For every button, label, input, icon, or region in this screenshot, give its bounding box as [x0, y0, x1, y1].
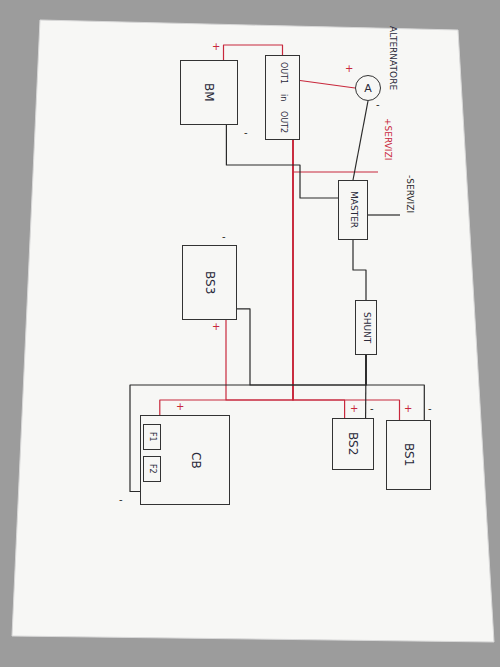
polarity-sign: -: [428, 404, 432, 414]
component-box: F2: [143, 456, 161, 482]
component-label: BM: [203, 83, 215, 102]
polarity-sign: +: [350, 404, 358, 414]
negative-wire: [226, 125, 338, 198]
component-box: BS3: [182, 245, 237, 320]
negative-wire: [353, 101, 368, 180]
component-box: OUT1 inOUT2: [265, 55, 300, 140]
paper: [12, 20, 494, 642]
component-box: MASTER: [338, 180, 368, 240]
polarity-sign: +: [404, 404, 412, 414]
minus-services-wire: [368, 214, 400, 215]
plus-services-wire: [293, 171, 378, 172]
polarity-sign: +: [212, 42, 220, 52]
component-label: in: [279, 94, 287, 101]
positive-wire: [224, 45, 283, 60]
service-label: -SERVIZI: [405, 175, 414, 213]
component-box: BM: [180, 60, 238, 125]
positive-wire: [293, 140, 345, 418]
component-label: BS1: [403, 443, 415, 466]
component-label: F1: [148, 432, 156, 442]
service-label: +SERVIZI: [383, 118, 392, 160]
negative-wire: [130, 355, 366, 492]
polarity-sign: -: [244, 128, 248, 138]
alternator-symbol: AALTERNATORE: [355, 75, 381, 101]
negative-wire: [237, 309, 366, 385]
component-label: A: [364, 82, 372, 95]
component-label: OUT1: [279, 62, 287, 84]
positive-wire: [300, 81, 355, 89]
component-label: CB: [190, 452, 202, 469]
component-box: SHUNT: [355, 300, 377, 355]
polarity-sign: -: [119, 495, 123, 505]
component-box: BS2: [332, 418, 374, 470]
component-label: OUT2: [279, 111, 287, 133]
negative-wire: [353, 240, 366, 300]
polarity-sign: -: [376, 100, 380, 110]
polarity-sign: -: [370, 404, 374, 414]
component-label: BS3: [204, 271, 216, 294]
component-label: BS2: [347, 432, 359, 455]
component-label: SHUNT: [362, 312, 371, 343]
negative-wire: [366, 355, 424, 420]
component-label: MASTER: [349, 191, 358, 228]
component-heading: ALTERNATORE: [388, 26, 397, 90]
polarity-sign: +: [345, 64, 353, 74]
component-label: F2: [148, 464, 156, 474]
polarity-sign: -: [222, 232, 226, 242]
component-box: BS1: [386, 420, 431, 490]
polarity-sign: +: [212, 322, 220, 332]
positive-wire: [293, 140, 400, 420]
positive-wire: [160, 140, 293, 415]
component-box: CB F1F2: [140, 415, 230, 505]
polarity-sign: +: [176, 402, 184, 412]
component-box: F1: [143, 424, 161, 450]
